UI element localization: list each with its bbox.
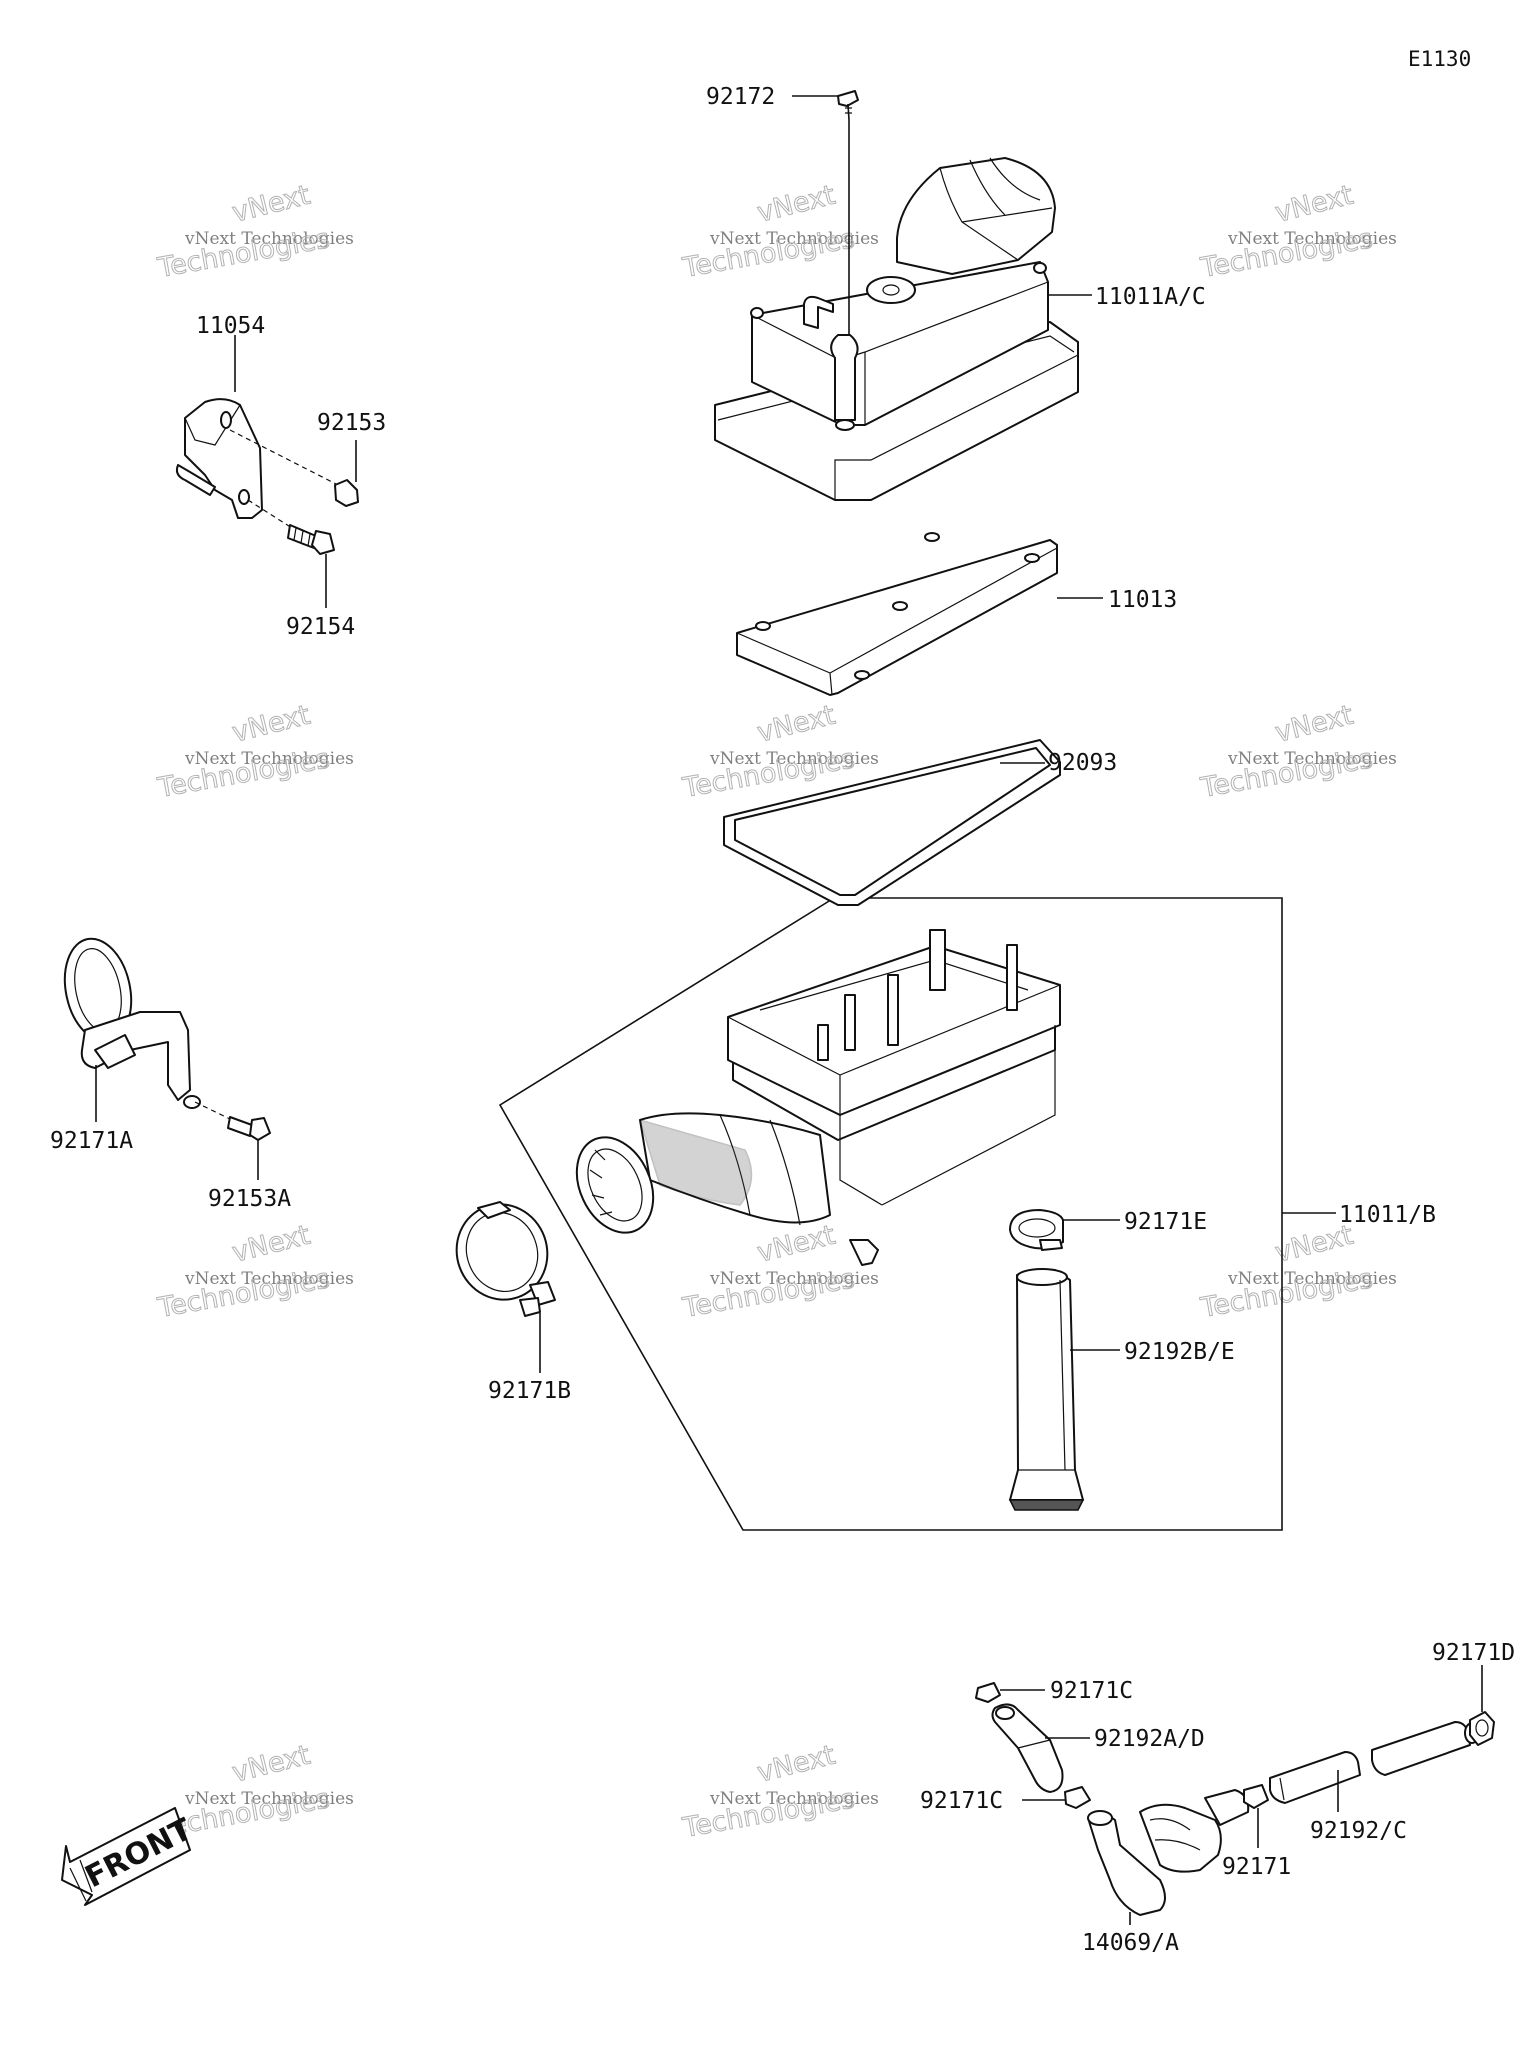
watermark-line1: vNext (1272, 700, 1356, 749)
bracket-11054 (175, 398, 263, 519)
diagram-code: E1130 (1408, 47, 1471, 71)
watermark-line2: vNext Technologies (184, 749, 354, 769)
watermark-line2: vNext Technologies (184, 1789, 354, 1809)
clamp-92171 (1243, 1784, 1269, 1809)
gasket-92093 (723, 739, 1061, 906)
label-92192be: 92192B/E (1124, 1339, 1235, 1365)
watermark-line2: vNext Technologies (1227, 749, 1397, 769)
label-92192c: 92192/C (1310, 1818, 1407, 1844)
watermark-line1: vNext (754, 1220, 838, 1269)
label-92171b: 92171B (488, 1378, 571, 1404)
breather-14069a (1087, 1789, 1250, 1916)
clamp-92171b (455, 1201, 556, 1317)
front-direction-arrow: FRONT (61, 1807, 198, 1906)
label-92172: 92172 (706, 84, 775, 110)
label-92171d: 92171D (1432, 1640, 1515, 1666)
drain-tube-92192be (1008, 1268, 1085, 1511)
watermark-line2: vNext Technologies (709, 749, 879, 769)
air-cleaner-cover (714, 157, 1079, 501)
watermark-line1: vNext (229, 1220, 313, 1269)
label-11054: 11054 (196, 313, 265, 339)
clamp-92171d (1469, 1711, 1495, 1746)
watermark-line1: vNext (754, 700, 838, 749)
label-92171: 92171 (1222, 1854, 1291, 1880)
label-92171a: 92171A (50, 1128, 133, 1154)
bolt-92153 (229, 429, 359, 507)
label-11011b: 11011/B (1339, 1202, 1436, 1228)
watermark-line2: vNext Technologies (1227, 229, 1397, 249)
hose-92192ad (991, 1703, 1064, 1793)
bolt-92154 (247, 499, 335, 555)
label-92154: 92154 (286, 614, 355, 640)
assembly-outline (498, 897, 1283, 1531)
watermark-line2: vNext Technologies (709, 1789, 879, 1809)
watermark-line1: vNext (229, 1740, 313, 1789)
label-92153: 92153 (317, 410, 386, 436)
air-cleaner-case (727, 929, 1061, 1266)
label-92171c-mid: 92171C (920, 1788, 1003, 1814)
watermark-line2: vNext Technologies (184, 1269, 354, 1289)
clamp-92171e (1009, 1209, 1064, 1251)
label-92171e: 92171E (1124, 1209, 1207, 1235)
label-14069a: 14069/A (1082, 1930, 1179, 1956)
clamp-92171a (63, 937, 201, 1109)
hose-92192c (1269, 1721, 1480, 1804)
clamp-92171c-top (975, 1682, 1001, 1703)
label-92192ad: 92192A/D (1094, 1726, 1205, 1752)
watermark-line1: vNext (229, 180, 313, 229)
label-92171c-top: 92171C (1050, 1678, 1133, 1704)
watermark-line2: vNext Technologies (184, 229, 354, 249)
label-11013: 11013 (1108, 587, 1177, 613)
label-92093: 92093 (1048, 750, 1117, 776)
clamp-92171c-mid (1064, 1786, 1091, 1809)
watermark-line1: vNext (1272, 180, 1356, 229)
watermark-line2: vNext Technologies (709, 229, 879, 249)
screw-92172 (837, 90, 859, 121)
watermark-line1: vNext (754, 1740, 838, 1789)
watermark-line2: vNext Technologies (1227, 1269, 1397, 1289)
intake-snorkel (575, 1112, 831, 1234)
watermark-line2: vNext Technologies (709, 1269, 879, 1289)
label-11011ac: 11011A/C (1095, 284, 1206, 310)
watermark-line1: vNext (754, 180, 838, 229)
bolt-92153a (194, 1101, 271, 1141)
filter-element (736, 532, 1058, 696)
watermark-line1: vNext (229, 700, 313, 749)
label-92153a: 92153A (208, 1186, 291, 1212)
